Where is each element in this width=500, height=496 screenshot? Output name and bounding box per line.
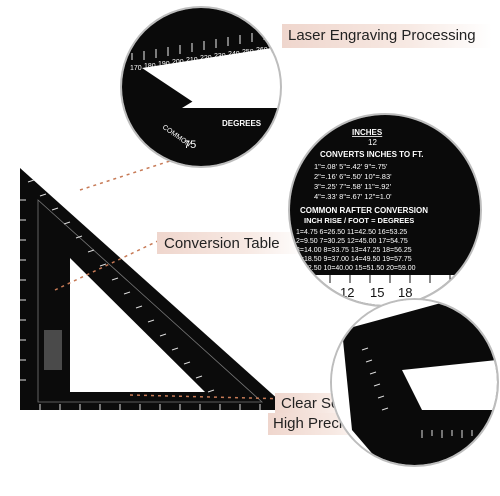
scale-18: 18: [398, 285, 412, 300]
conversion-label-bg: [157, 232, 307, 254]
laser-engraving-label: Laser Engraving Processing: [288, 27, 476, 44]
rafter-row-3: 3=14.00 8=33.75 13=47.25 18=56.25: [296, 247, 412, 254]
conversion-table-label: Conversion Table: [164, 235, 280, 252]
scale-10: 10: [314, 285, 328, 300]
conversion-row-1: 1"=.08' 5"=.42' 9"=.75': [314, 162, 388, 171]
degree-250: 250: [242, 49, 254, 56]
angle-75: 75: [184, 139, 196, 151]
degree-180: 180: [144, 63, 156, 70]
degrees-label: DEGREES: [222, 119, 262, 128]
conversion-row-3: 3"=.25' 7"=.58' 11"=.92': [314, 182, 392, 191]
laser-label-bg: [282, 24, 492, 48]
scale-detail-circle: [330, 298, 499, 467]
inches-label: INCHES: [352, 128, 383, 137]
scale-connector: [129, 394, 331, 401]
scale-12: 12: [340, 285, 354, 300]
degree-230: 230: [214, 53, 226, 60]
square-cutout: [70, 258, 205, 392]
degree-210: 210: [186, 57, 198, 64]
degree-170: 170: [130, 65, 142, 72]
conversion-row-4: 4"=.33' 8"=.67' 12"=1.0': [314, 192, 392, 201]
degree-270: 270: [268, 46, 279, 52]
rafter-row-2: 2=9.50 7=30.25 12=45.00 17=54.75: [296, 238, 408, 245]
conversion-connector: [54, 239, 161, 291]
degree-240: 240: [228, 51, 240, 58]
conversion-detail-circle: INCHES 12 CONVERTS INCHES TO FT. 1"=.08'…: [288, 113, 482, 307]
converts-title: CONVERTS INCHES TO FT.: [320, 150, 423, 159]
rafter-row-5: 5=22.50 10=40.00 15=51.50 20=59.00: [296, 265, 416, 272]
degree-220: 220: [200, 55, 212, 62]
rafter-header: INCH RISE / FOOT = DEGREES: [304, 216, 414, 225]
degree-190: 190: [158, 61, 170, 68]
degree-260: 260: [256, 47, 268, 54]
laser-detail-circle: 170 180 190 200 210 220 230 240 250 260 …: [120, 6, 282, 168]
scale-15: 15: [370, 285, 384, 300]
rafter-row-1: 1=4.75 6=26.50 11=42.50 16=53.25: [296, 229, 407, 236]
inches-value: 12: [368, 138, 377, 147]
degree-200: 200: [172, 59, 184, 66]
rafter-title: COMMON RAFTER CONVERSION: [300, 206, 428, 215]
rafter-row-4: 4=18.50 9=37.00 14=49.50 19=57.75: [296, 256, 412, 263]
conversion-row-2: 2"=.16' 6"=.50' 10"=.83': [314, 172, 392, 181]
